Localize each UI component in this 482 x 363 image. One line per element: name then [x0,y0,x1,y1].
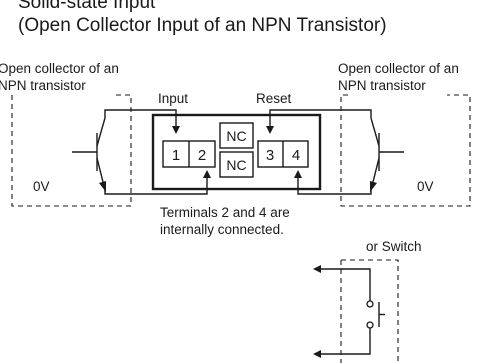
left-ground-arrow [203,170,211,178]
nc-top-box [219,122,254,149]
nc-top-label: NC [226,128,246,144]
switch-top-arrow [313,265,321,273]
left-device-label-line-1: Open collector of an [0,61,119,76]
reset-label: Reset [256,91,292,106]
right-device-label-line-1: Open collector of an [338,61,459,76]
left-collector-wire [104,109,177,128]
left-ground-label: 0V [33,179,50,194]
right-collector-wire [269,109,372,128]
switch-contact-icon [366,300,385,329]
nc-bottom-label: NC [226,157,246,173]
right-device-boundary [340,94,471,207]
switch-bottom-wire [316,328,371,355]
input-label: Input [158,91,188,106]
left-ground-wire [104,176,208,195]
right-ground-label: 0V [417,179,434,194]
terminal-2: 2 [198,147,206,164]
terminal-block: Input Reset NC NC 1 2 3 4 Terminals 2 an… [151,91,322,237]
switch-boundary [341,259,399,363]
right-ground-wire [297,176,372,195]
left-device-label-line-2: NPN transistor [0,78,86,93]
left-npn-device: Open collector of an NPN transistor 0V [0,61,211,207]
terminal-4: 4 [292,147,300,164]
right-ground-arrow [294,170,302,178]
left-npn-transistor-icon [72,117,106,192]
terminal-block-outline [151,113,322,191]
nc-bottom-box [219,151,254,178]
terminal-1: 1 [172,147,180,164]
note-line-1: Terminals 2 and 4 are [160,205,290,220]
terminal-3: 3 [266,147,274,164]
switch-top-wire [316,268,371,301]
note-line-2: internally connected. [160,222,284,237]
right-npn-transistor-icon [370,117,404,192]
switch-label: or Switch [366,239,422,254]
reset-arrow [266,126,274,134]
input-arrow [172,126,180,134]
switch-device: or Switch [313,239,422,363]
left-device-boundary [11,94,132,207]
title-line-1: Solid-state Input [18,0,156,13]
title-line-2: (Open Collector Input of an NPN Transist… [18,15,387,36]
right-npn-device: Open collector of an NPN transistor 0V [266,61,471,207]
switch-bottom-arrow [313,350,321,358]
right-device-label-line-2: NPN transistor [338,78,426,93]
